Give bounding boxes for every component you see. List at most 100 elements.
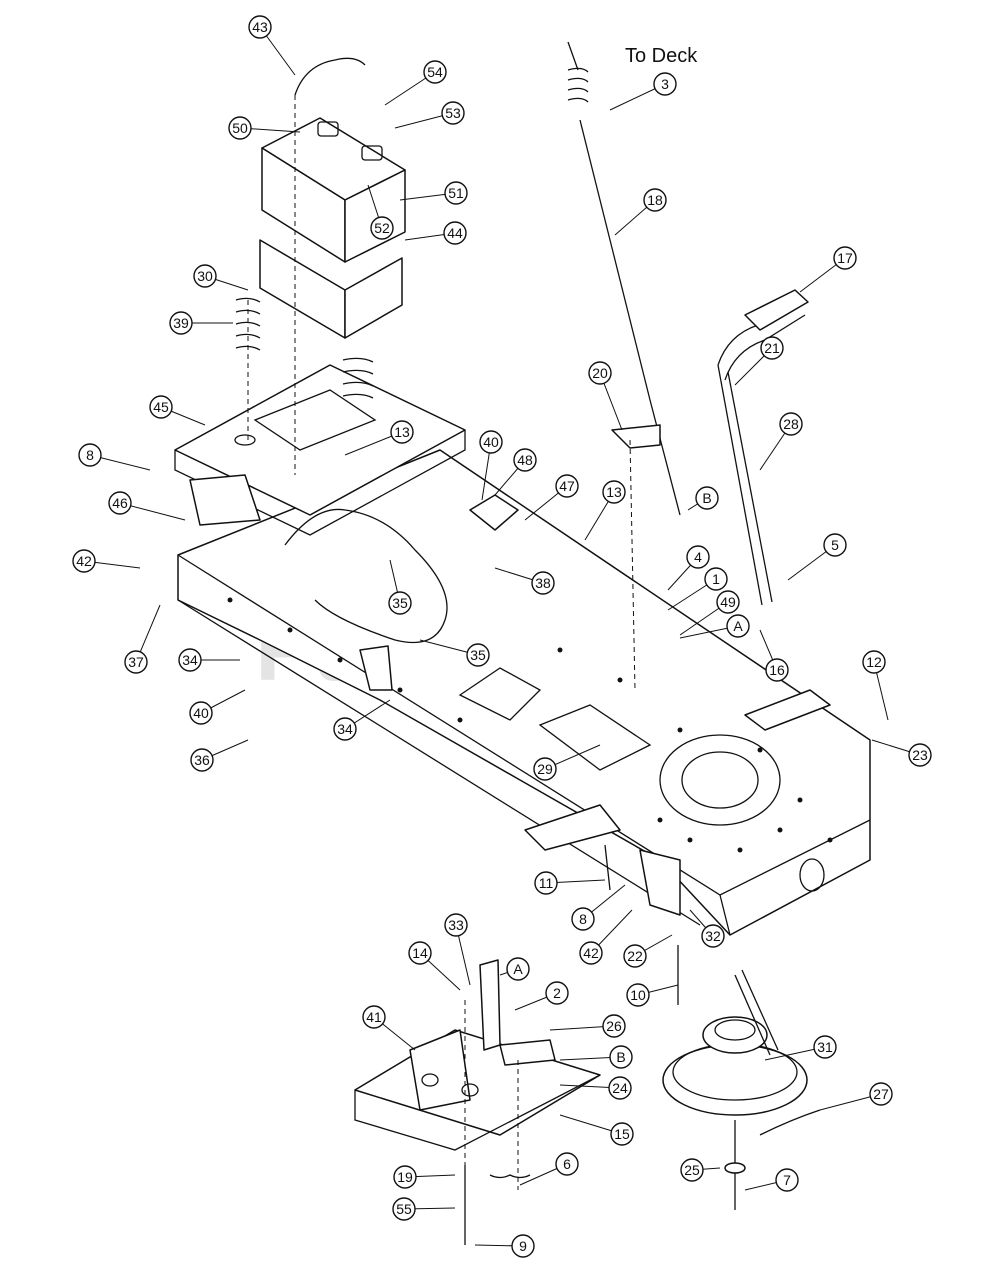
callout-number: 24 (612, 1080, 628, 1096)
callout-number: 6 (563, 1156, 571, 1172)
callout-circle (726, 614, 750, 638)
callout-number: 55 (396, 1201, 412, 1217)
callout-number: B (616, 1049, 625, 1065)
callout-B: B (559, 1045, 633, 1069)
callout-27: 27 (819, 1082, 893, 1111)
callout-circle (392, 1197, 416, 1221)
callout-number: 50 (232, 120, 248, 136)
callout-circle (443, 221, 467, 245)
battery-tray (259, 239, 403, 339)
callout-33: 33 (444, 913, 471, 986)
callout-1: 1 (667, 567, 728, 611)
callout-circle (169, 311, 193, 335)
callout-circle (765, 658, 789, 682)
callout-circle (533, 757, 557, 781)
callout-number: 4 (694, 549, 702, 565)
callout-number: 52 (374, 220, 390, 236)
callout-number: 54 (427, 64, 443, 80)
callout-circle (506, 957, 530, 981)
callout-number: 22 (627, 948, 643, 964)
callout-number: 13 (606, 484, 622, 500)
callout-circle (534, 871, 558, 895)
callout-46: 46 (108, 491, 186, 521)
callout-A: A (499, 957, 530, 981)
callout-circle (479, 430, 503, 454)
callout-circle (441, 101, 465, 125)
callout-circle (716, 590, 740, 614)
cable-35 (284, 508, 448, 644)
callout-number: 28 (783, 416, 799, 432)
callout-number: 19 (397, 1169, 413, 1185)
callout-18: 18 (614, 188, 667, 236)
callout-number: 36 (194, 752, 210, 768)
callout-number: 27 (873, 1086, 889, 1102)
callout-number: 13 (394, 424, 410, 440)
callout-circle (193, 264, 217, 288)
callout-number: 45 (153, 399, 169, 415)
callout-36: 36 (190, 739, 249, 772)
callout-50: 50 (228, 116, 301, 140)
callout-circle (190, 748, 214, 772)
callout-2: 2 (514, 981, 569, 1011)
callout-circle (813, 1035, 837, 1059)
callout-number: 14 (412, 945, 428, 961)
callout-28: 28 (759, 412, 803, 471)
callout-number: 5 (831, 537, 839, 553)
callout-45: 45 (149, 395, 206, 426)
callout-circle (760, 336, 784, 360)
callout-48: 48 (494, 448, 537, 496)
callout-circle (531, 571, 555, 595)
callout-number: 32 (705, 928, 721, 944)
callout-30: 30 (193, 264, 249, 291)
callout-51: 51 (399, 181, 468, 205)
callout-number: 41 (366, 1009, 382, 1025)
callout-number: 20 (592, 365, 608, 381)
callout-39: 39 (169, 311, 233, 335)
callout-circle (178, 648, 202, 672)
callout-circle (626, 983, 650, 1007)
callout-circle (555, 1152, 579, 1176)
callout-circle (602, 1014, 626, 1038)
callout-circle (362, 1005, 386, 1029)
callout-9: 9 (474, 1234, 535, 1258)
callout-circle (701, 924, 725, 948)
callout-number: 42 (76, 553, 92, 569)
callout-number: 17 (837, 250, 853, 266)
callout-circle (680, 1158, 704, 1182)
bracket-32 (639, 849, 681, 916)
callout-13: 13 (584, 480, 626, 541)
callout-44: 44 (404, 221, 467, 245)
callout-circle (248, 15, 272, 39)
lift-handle (717, 289, 809, 606)
callout-circle (869, 1082, 893, 1106)
callout-5: 5 (787, 533, 847, 581)
callout-circle (643, 188, 667, 212)
callout-A: A (679, 614, 750, 639)
callout-number: 11 (539, 875, 554, 891)
callout-16: 16 (759, 629, 789, 682)
callout-circle (545, 981, 569, 1005)
callout-circle (423, 60, 447, 84)
callout-35: 35 (419, 639, 490, 667)
spring-39 (235, 297, 261, 351)
callout-number: 37 (128, 654, 144, 670)
callout-circle (602, 480, 626, 504)
callout-number: 48 (517, 452, 533, 468)
callout-circle (393, 1165, 417, 1189)
pulley (662, 969, 821, 1210)
callout-circle (609, 1045, 633, 1069)
callout-number: 10 (630, 987, 646, 1003)
callout-number: 42 (583, 945, 599, 961)
callout-circle (149, 395, 173, 419)
callout-4: 4 (667, 545, 710, 591)
callout-number: 15 (614, 1126, 630, 1142)
callout-21: 21 (734, 336, 784, 386)
callout-circle (704, 567, 728, 591)
callout-circle (444, 913, 468, 937)
callout-number: 26 (606, 1018, 622, 1034)
callout-circle (511, 1234, 535, 1258)
callout-8: 8 (78, 443, 151, 471)
callout-number: 31 (817, 1039, 833, 1055)
callout-15: 15 (559, 1114, 634, 1146)
